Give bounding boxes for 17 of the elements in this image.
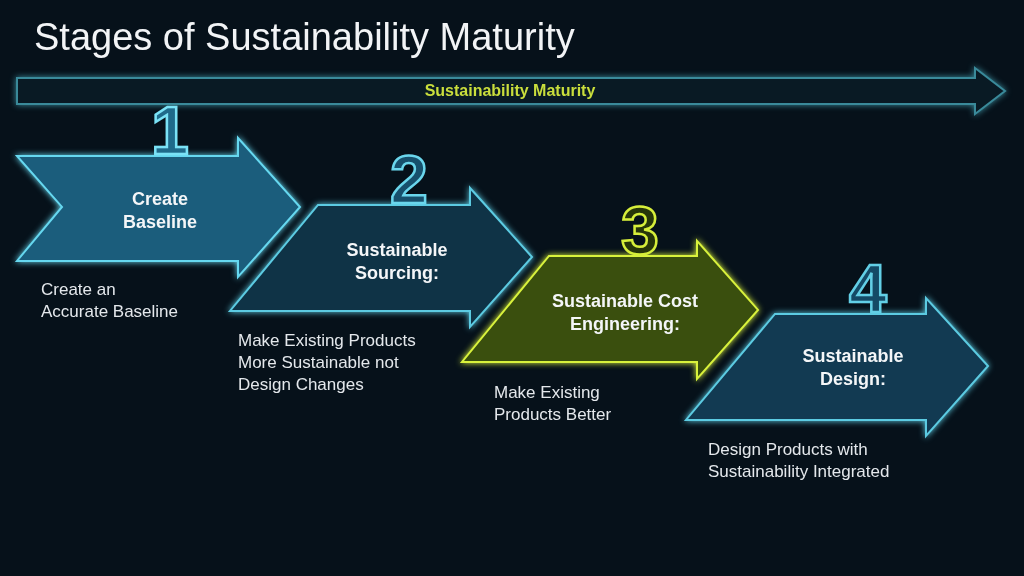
band-label: Sustainability Maturity: [424, 81, 596, 101]
stage-heading: Sustainable Cost Engineering:: [551, 290, 699, 336]
stage-heading: Sustainable Design:: [801, 345, 905, 391]
step-number: 1: [151, 106, 189, 155]
stage-heading: Sustainable Sourcing:: [345, 239, 449, 285]
stage-banner: [230, 155, 532, 327]
title: Stages of Sustainability Maturity: [34, 16, 575, 60]
step-number: 3: [621, 206, 659, 255]
stage-banner: [17, 106, 300, 277]
step-number: 4: [849, 264, 887, 313]
stage-description: Design Products with Sustainability Integrated: [708, 439, 891, 483]
stage-description: Make Existing Products More Sustainable not Design Changes: [238, 330, 417, 396]
stage-description: Make Existing Products Better: [494, 382, 613, 426]
step-number: 2: [390, 155, 428, 204]
stage-description: Create an Accurate Baseline: [41, 279, 180, 323]
stage-heading: Create Baseline: [121, 188, 198, 234]
stage-banner: [462, 206, 758, 379]
